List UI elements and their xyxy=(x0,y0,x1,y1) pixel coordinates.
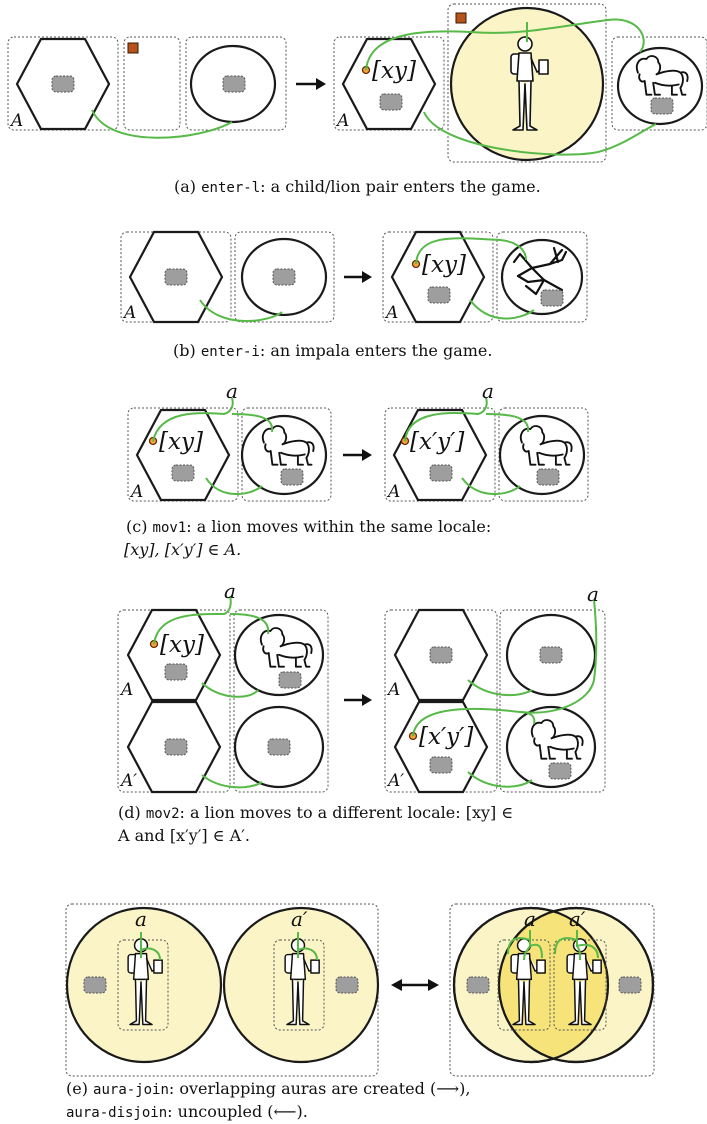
locale-label: A xyxy=(119,680,133,700)
panel-e: a a′ a a′ xyxy=(66,904,654,1076)
link-label: a xyxy=(226,379,238,403)
caption-code: aura-join xyxy=(93,1082,169,1098)
link-label: a xyxy=(524,907,536,931)
stone-icon xyxy=(52,76,74,92)
caption-c: (c) mov1: a lion moves within the same l… xyxy=(126,516,616,560)
stone-icon xyxy=(268,739,290,755)
caption-code: aura-disjoin xyxy=(66,1105,167,1121)
panel-c: [xy] a A [x′y′] a A xyxy=(128,379,588,502)
stone-icon xyxy=(336,977,358,993)
stone-icon xyxy=(279,672,301,688)
coord-label: [x′y′] xyxy=(410,429,464,455)
caption-line: (d) mov2: a lion moves to a different lo… xyxy=(118,802,618,825)
caption-code: mov2 xyxy=(146,806,180,822)
right-arrow-head xyxy=(362,694,372,706)
panel-a: A [xy] A xyxy=(8,4,707,162)
locale-label: A xyxy=(384,303,398,323)
caption-text: : a lion moves within the same locale: xyxy=(186,517,491,536)
locale-label: A xyxy=(129,482,143,502)
locale-label: A′ xyxy=(386,771,404,791)
stone-icon xyxy=(172,465,194,481)
coord-label: [xy] xyxy=(160,632,204,658)
marker-square-icon xyxy=(456,13,466,23)
caption-tag: (b) xyxy=(173,341,196,360)
caption-d: (d) mov2: a lion moves to a different lo… xyxy=(118,802,618,846)
caption-line: (e) aura-join: overlapping auras are cre… xyxy=(66,1078,666,1101)
stone-icon xyxy=(84,977,106,993)
right-arrow-head xyxy=(362,271,372,283)
caption-line: A and [x′y′] ∈ A′. xyxy=(118,825,618,846)
coord-label: [xy] xyxy=(422,252,466,278)
stone-icon xyxy=(549,763,571,779)
stone-icon xyxy=(223,76,245,92)
caption-b: (b) enter-i: an impala enters the game. xyxy=(173,340,492,363)
locale-label: A xyxy=(122,303,136,323)
link-label: a xyxy=(224,579,236,603)
double-arrow-head-left xyxy=(391,979,402,991)
caption-text: : an impala enters the game. xyxy=(260,341,493,360)
panel-b: A [xy] A xyxy=(121,232,587,323)
caption-tag: (a) xyxy=(174,177,196,196)
marker-square-icon xyxy=(128,43,138,53)
caption-text: : uncoupled (⟵). xyxy=(167,1102,308,1121)
caption-tag: (e) xyxy=(66,1079,88,1098)
stone-icon xyxy=(165,664,187,680)
stone-icon xyxy=(165,269,187,285)
stone-icon xyxy=(281,469,303,485)
coord-label: [xy] xyxy=(372,58,416,84)
stone-icon xyxy=(619,977,641,993)
stone-icon xyxy=(273,269,295,285)
caption-line: aura-disjoin: uncoupled (⟵). xyxy=(66,1101,666,1124)
right-arrow-head xyxy=(316,78,326,90)
caption-line: [xy], [x′y′] ∈ A. xyxy=(124,539,616,560)
locale-label: A xyxy=(386,482,400,502)
locale-label: A xyxy=(386,680,400,700)
caption-text: : overlapping auras are created (⟶), xyxy=(169,1079,471,1098)
caption-e: (e) aura-join: overlapping auras are cre… xyxy=(66,1078,666,1124)
stone-icon xyxy=(541,290,563,306)
locale-label: A xyxy=(9,111,23,131)
coord-label: [x′y′] xyxy=(419,724,473,750)
caption-code: enter-i xyxy=(201,344,260,360)
caption-line: (c) mov1: a lion moves within the same l… xyxy=(126,516,616,539)
stone-icon xyxy=(467,977,489,993)
stone-icon xyxy=(537,469,559,485)
stone-icon xyxy=(651,98,673,114)
stone-icon xyxy=(380,94,402,110)
locale-label: A′ xyxy=(119,771,137,791)
double-arrow-head-right xyxy=(428,979,439,991)
link-label: a′ xyxy=(291,907,308,931)
stone-icon xyxy=(430,757,452,773)
stone-icon xyxy=(540,647,562,663)
caption-text: : a child/lion pair enters the game. xyxy=(260,177,541,196)
caption-code: mov1 xyxy=(153,520,187,536)
caption-a: (a) enter-l: a child/lion pair enters th… xyxy=(174,176,541,199)
link-label: a xyxy=(587,582,599,606)
stone-icon xyxy=(428,287,450,303)
panel-d: [xy] a A A′ [x′y′] a A xyxy=(118,579,605,792)
stone-icon xyxy=(430,647,452,663)
link-label: a xyxy=(482,379,494,403)
coord-label: [xy] xyxy=(159,429,203,455)
caption-text: : a lion moves to a different locale: [x… xyxy=(180,803,514,822)
locale-label: A xyxy=(335,111,349,131)
link-label: a′ xyxy=(569,907,586,931)
caption-code: enter-l xyxy=(201,180,260,196)
right-arrow-head xyxy=(362,449,372,461)
link-label: a xyxy=(135,907,147,931)
stone-icon xyxy=(165,739,187,755)
caption-tag: (c) xyxy=(126,517,147,536)
stone-icon xyxy=(430,465,452,481)
caption-tag: (d) xyxy=(118,803,141,822)
